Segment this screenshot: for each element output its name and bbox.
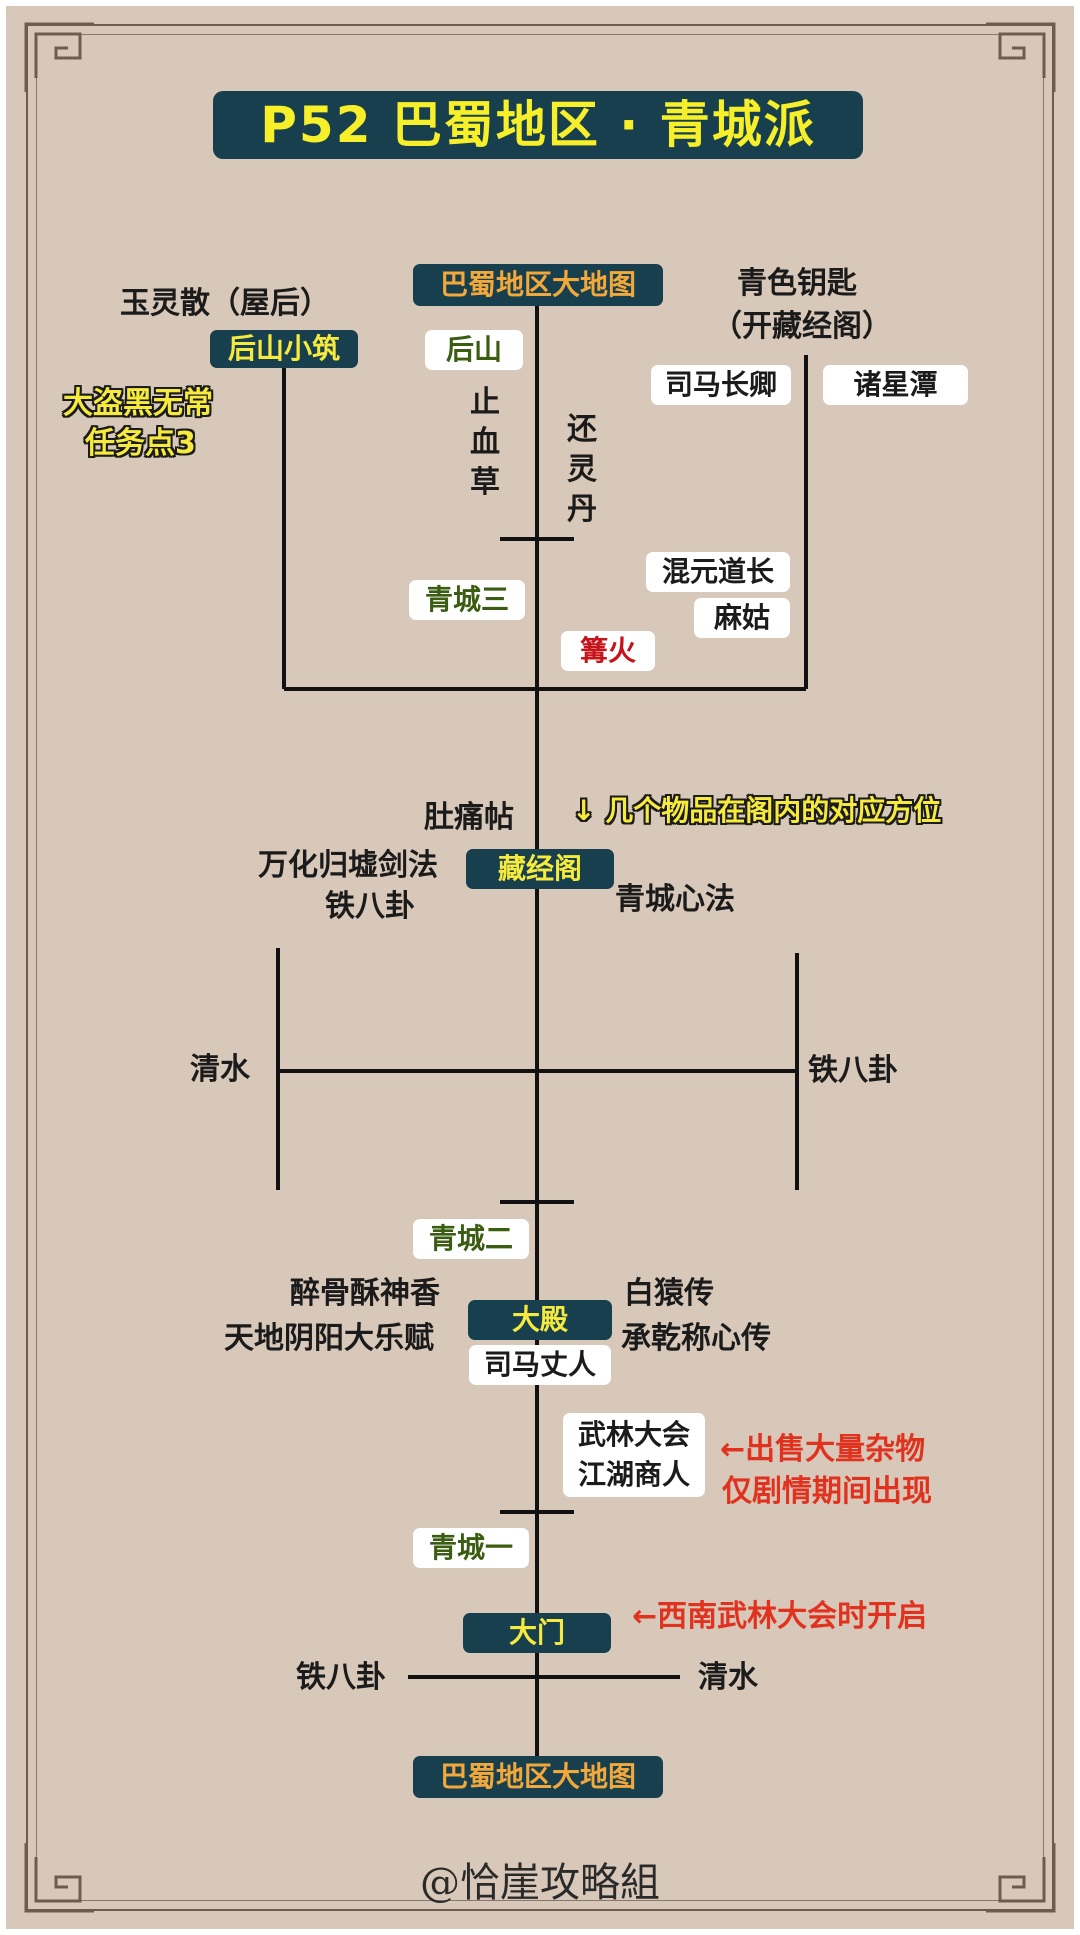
npc-zhuxingtan[interactable]: 诸星潭 xyxy=(823,365,968,405)
bonfire-node[interactable]: 篝火 xyxy=(561,631,655,671)
item-zhixuecao: 止血草 xyxy=(470,385,500,500)
footer-signature: @恰崖攻略組 xyxy=(420,1860,660,1906)
merchant-note-line1: ←出售大量杂物 xyxy=(720,1432,926,1467)
item-yulingsan: 玉灵散（屋后） xyxy=(120,286,330,321)
npc-hunyuan-daozhang[interactable]: 混元道长 xyxy=(646,552,790,592)
library-node[interactable]: 藏经阁 xyxy=(466,849,614,889)
main-hall-node[interactable]: 大殿 xyxy=(468,1300,612,1340)
gate-node[interactable]: 大门 xyxy=(463,1613,611,1653)
outer-frame xyxy=(26,24,1054,1911)
item-tiebagua-library: 铁八卦 xyxy=(325,889,415,924)
qingcheng-two-node[interactable]: 青城二 xyxy=(413,1219,529,1259)
item-green-key-note: （开藏经阁） xyxy=(712,309,892,344)
quest-point-line1: 大盗黑无常 xyxy=(63,386,213,421)
item-huanlingdan: 还灵丹 xyxy=(567,412,597,527)
item-qingcheng-xinfa: 青城心法 xyxy=(615,882,735,917)
item-wanhua-sword: 万化归墟剑法 xyxy=(258,848,438,883)
bottom-map-node[interactable]: 巴蜀地区大地图 xyxy=(413,1756,663,1798)
item-baiyuan-zhuan: 白猿传 xyxy=(624,1276,714,1311)
merchant-note-line2: 仅剧情期间出现 xyxy=(722,1474,932,1509)
merchant-node[interactable]: 武林大会 江湖商人 xyxy=(563,1413,705,1497)
item-zuigu-incense: 醉骨酥神香 xyxy=(290,1276,440,1311)
paper-background xyxy=(6,6,1074,1929)
library-note: ↓ 几个物品在阁内的对应方位 xyxy=(572,794,942,827)
page-title: P52 巴蜀地区 · 青城派 xyxy=(213,91,863,159)
merchant-line2: 江湖商人 xyxy=(577,1458,690,1491)
item-qingshui-left: 清水 xyxy=(190,1052,250,1087)
corner-ornament-icon xyxy=(986,1843,1056,1913)
back-mountain-hut-node[interactable]: 后山小筑 xyxy=(210,330,358,368)
corner-ornament-icon xyxy=(986,22,1056,92)
back-mountain-node[interactable]: 后山 xyxy=(425,330,523,370)
npc-sima-zhangren[interactable]: 司马丈人 xyxy=(469,1345,611,1385)
item-tiebagua-right: 铁八卦 xyxy=(808,1053,898,1088)
merchant-line1: 武林大会 xyxy=(577,1418,690,1451)
npc-magu[interactable]: 麻姑 xyxy=(694,598,790,638)
npc-sima-changqing[interactable]: 司马长卿 xyxy=(651,365,791,405)
corner-ornament-icon xyxy=(24,22,94,92)
qingcheng-three-node[interactable]: 青城三 xyxy=(409,580,525,620)
item-chengqian-zhuan: 承乾称心传 xyxy=(621,1321,771,1356)
quest-point-line2: 任务点3 xyxy=(85,426,196,461)
item-tiandi-yinyang: 天地阴阳大乐赋 xyxy=(224,1321,434,1356)
corner-ornament-icon xyxy=(24,1843,94,1913)
item-green-key: 青色钥匙 xyxy=(737,266,857,301)
inner-frame xyxy=(36,34,1044,1901)
item-qingshui-gate: 清水 xyxy=(698,1660,758,1695)
item-dutongtie: 肚痛帖 xyxy=(424,800,514,835)
item-tiebagua-gate: 铁八卦 xyxy=(296,1660,386,1695)
gate-note: ←西南武林大会时开启 xyxy=(632,1599,928,1634)
top-map-node[interactable]: 巴蜀地区大地图 xyxy=(413,264,663,306)
qingcheng-one-node[interactable]: 青城一 xyxy=(413,1528,529,1568)
